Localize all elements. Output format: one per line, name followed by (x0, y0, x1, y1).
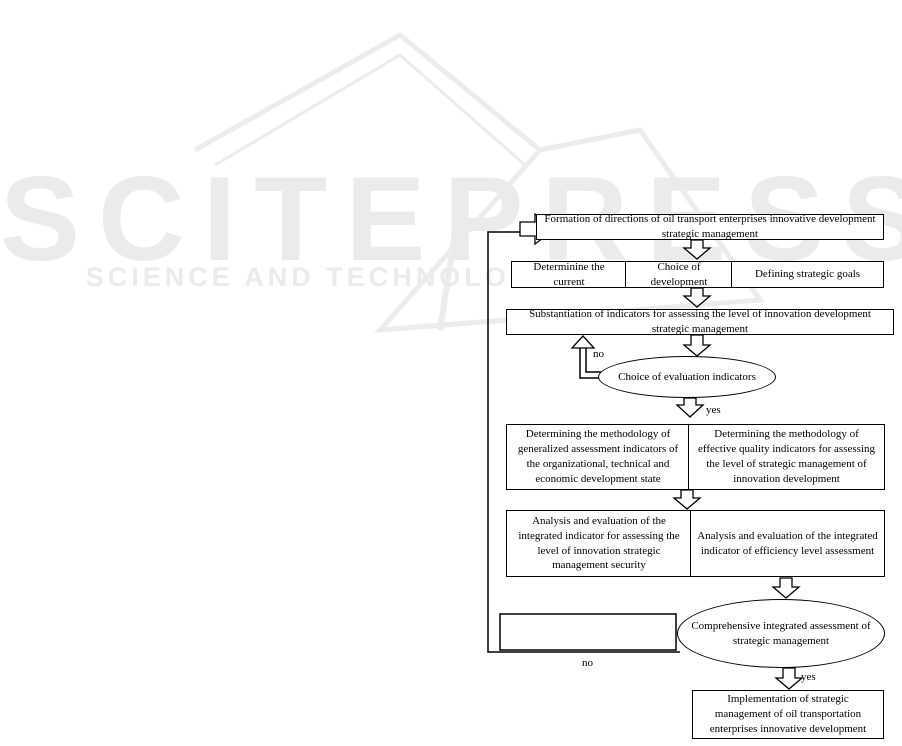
formation-box: Formation of directions of oil transport… (536, 213, 884, 240)
analysis-security-box: Analysis and evaluation of the integrate… (506, 510, 692, 577)
implementation-box: Implementation of strategic management o… (692, 690, 884, 739)
substantiation-box: Substantiation of indicators for assessi… (506, 308, 894, 335)
comprehensive-ellipse: Comprehensive integrated assessment of s… (677, 599, 885, 668)
methodology-generalized-box: Determining the methodology of generaliz… (506, 424, 690, 490)
defining-goals-box: Defining strategic goals (731, 261, 884, 288)
yes-label-2: yes (801, 671, 816, 683)
no-label-1: no (593, 348, 604, 360)
choice-development-box: Choice of development (625, 261, 733, 288)
determining-current-box: Determinine the current (511, 261, 627, 288)
methodology-effective-box: Determining the methodology of effective… (688, 424, 885, 490)
choice-indicators-ellipse: Choice of evaluation indicators (598, 356, 776, 398)
analysis-efficiency-box: Analysis and evaluation of the integrate… (690, 510, 885, 577)
yes-label-1: yes (706, 404, 721, 416)
no-label-2: no (582, 657, 593, 669)
